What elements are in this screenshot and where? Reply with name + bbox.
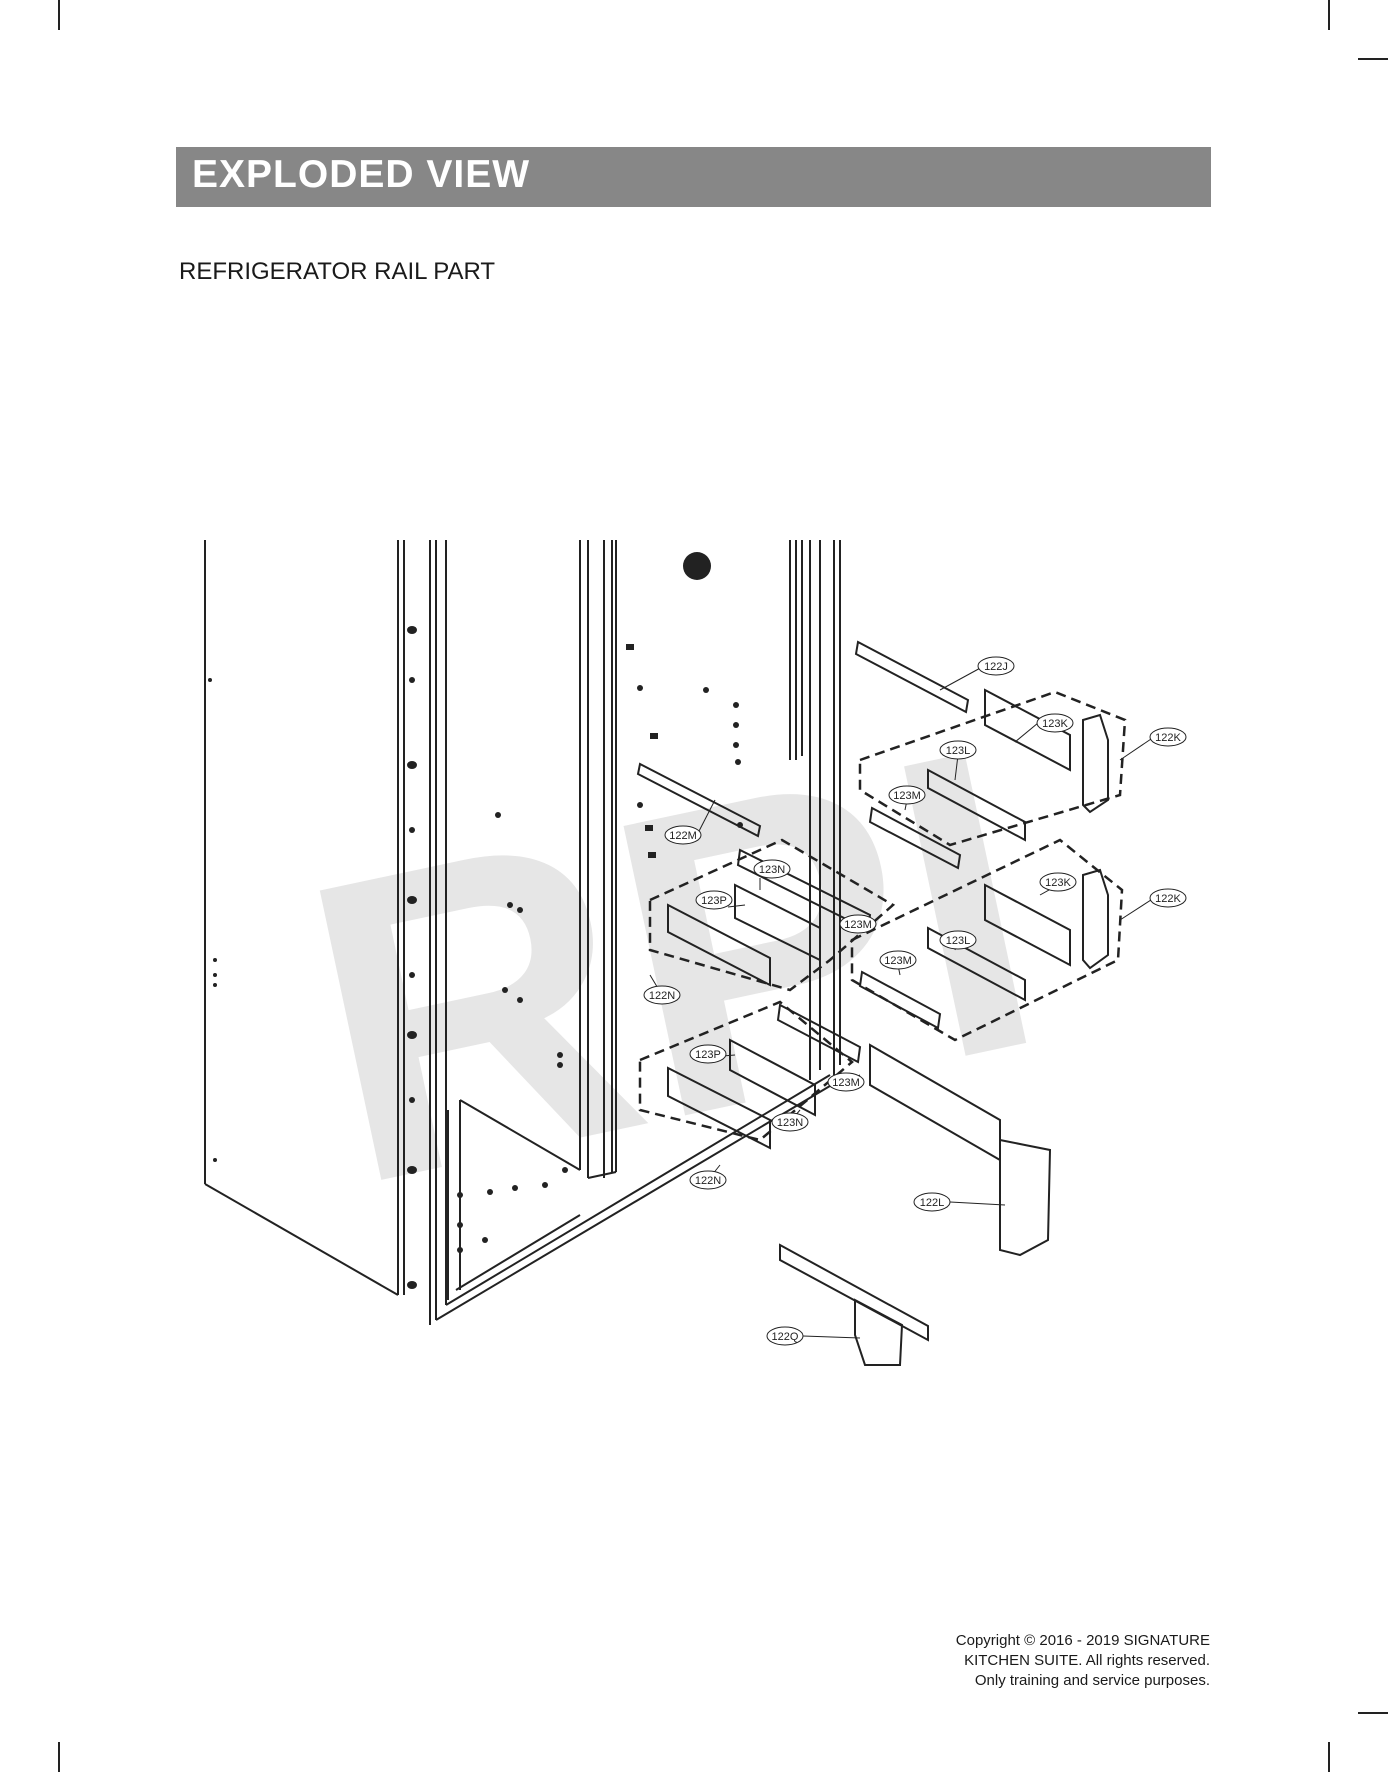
crop-mark — [58, 1742, 60, 1772]
svg-text:122N: 122N — [649, 990, 675, 1002]
callout-123m-mid: 123M — [839, 914, 877, 934]
crop-mark — [1328, 0, 1330, 30]
crop-mark — [58, 0, 60, 30]
callout-123k-bot: 123K — [1039, 872, 1077, 892]
callout-122k-bot: 122K — [1149, 888, 1187, 908]
svg-text:122K: 122K — [1155, 732, 1181, 744]
callout-122j: 122J — [977, 656, 1015, 676]
callout-122q: 122Q — [766, 1326, 804, 1346]
copyright-line: Only training and service purposes. — [974, 1672, 1210, 1689]
copyright-line: Copyright © 2016 - 2019 SIGNATURE — [955, 1632, 1210, 1649]
svg-text:122Q: 122Q — [772, 1331, 799, 1343]
copyright-notice: Copyright © 2016 - 2019 SIGNATURE KITCHE… — [956, 1631, 1210, 1691]
part-122j — [854, 640, 970, 714]
svg-text:122M: 122M — [669, 830, 697, 842]
copyright-line: KITCHEN SUITE. All rights reserved. — [964, 1652, 1210, 1669]
callout-123l-top: 123L — [939, 740, 977, 760]
svg-text:122J: 122J — [984, 661, 1008, 673]
crop-mark — [1358, 58, 1388, 60]
callout-123m-bot: 123M — [827, 1072, 865, 1092]
cabinet-holes — [208, 552, 743, 1289]
svg-text:123N: 123N — [759, 864, 785, 876]
svg-text:123P: 123P — [701, 895, 727, 907]
callouts: 122J 123K 123L 123M 122K 122M 123N 123P … — [643, 656, 1187, 1346]
callout-123p-bot: 123P — [689, 1044, 727, 1064]
part-122m — [636, 762, 762, 838]
svg-text:123M: 123M — [832, 1077, 860, 1089]
cabinet — [204, 540, 841, 1325]
svg-text:122L: 122L — [920, 1197, 944, 1209]
callout-123n-bot: 123N — [771, 1112, 809, 1132]
crop-mark — [1358, 1712, 1388, 1714]
svg-text:123K: 123K — [1042, 718, 1068, 730]
crop-mark — [1328, 1742, 1330, 1772]
callout-122m: 122M — [664, 825, 702, 845]
callout-123m-right: 123M — [879, 950, 917, 970]
svg-text:123L: 123L — [946, 745, 970, 757]
rail-parts — [636, 640, 1109, 1366]
svg-text:123K: 123K — [1045, 877, 1071, 889]
svg-text:122N: 122N — [695, 1175, 721, 1187]
page-title: EXPLODED VIEW — [192, 153, 531, 196]
callout-123n-top: 123N — [753, 859, 791, 879]
svg-text:123M: 123M — [893, 790, 921, 802]
svg-text:122K: 122K — [1155, 893, 1181, 905]
callout-123l-bot: 123L — [939, 930, 977, 950]
group-outlines — [638, 690, 1127, 1142]
svg-text:123P: 123P — [695, 1049, 721, 1061]
svg-text:123N: 123N — [777, 1117, 803, 1129]
callout-123m-top: 123M — [888, 785, 926, 805]
callout-123k-top: 123K — [1036, 713, 1074, 733]
header-bar: EXPLODED VIEW — [176, 147, 1211, 207]
callout-122l: 122L — [913, 1192, 951, 1212]
callout-122n-bot: 122N — [689, 1170, 727, 1190]
callout-123p-top: 123P — [695, 890, 733, 910]
section-title: REFRIGERATOR RAIL PART — [179, 258, 496, 285]
callout-122n-top: 122N — [643, 985, 681, 1005]
svg-text:123M: 123M — [884, 955, 912, 967]
svg-text:123M: 123M — [844, 919, 872, 931]
callout-122k-top: 122K — [1149, 727, 1187, 747]
svg-text:123L: 123L — [946, 935, 970, 947]
